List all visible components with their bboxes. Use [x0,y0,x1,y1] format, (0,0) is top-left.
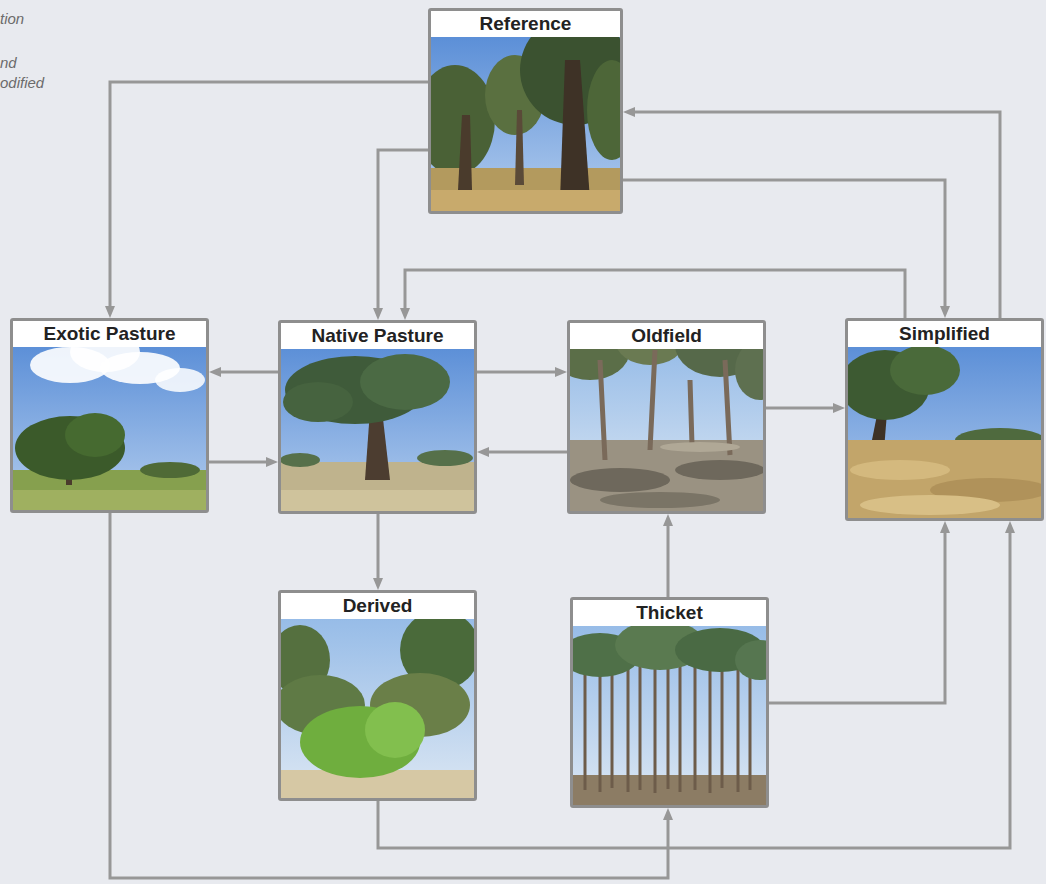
caption-fragment: tion [0,10,24,28]
tussock [850,460,950,480]
distant-trees [281,453,320,467]
distant-trees [140,462,200,478]
title-bar: Native Pasture [281,323,474,349]
sky [573,600,766,805]
tree-canopy [283,382,353,422]
transition-arrow [487,451,567,454]
state-box: Derived [278,590,477,801]
cloud [155,368,205,392]
tree-trunk [515,110,524,185]
state-title: Thicket [636,601,703,625]
grass [431,190,620,211]
state-title: Derived [343,594,413,618]
transition-arrow [219,371,278,374]
distant-trees [417,450,473,466]
transition-arrow [623,180,945,308]
state-box: Oldfield [567,320,766,514]
title-bar: Derived [281,593,474,619]
shadow [570,468,670,492]
transition-arrow [766,407,835,410]
transition-arrow [110,82,428,308]
tree-canopy [587,60,620,160]
shrub [365,702,425,758]
caption-fragment: nd [0,54,17,72]
sky [13,321,206,510]
transition-arrow [633,112,1000,318]
state-box: Reference [428,8,623,214]
state-title: Simplified [899,322,990,346]
grass [281,490,474,511]
transition-arrow [477,371,557,374]
sky [281,323,474,511]
state-title: Oldfield [631,324,702,348]
light-patch [660,442,740,452]
title-bar: Oldfield [570,323,763,349]
tree-trunk [458,115,472,190]
tree-trunk [560,60,590,200]
transition-arrow [209,461,268,464]
state-box: Exotic Pasture [10,318,209,513]
caption-fragment: odified [0,74,44,92]
title-bar: Thicket [573,600,766,626]
transition-arrow [667,524,670,597]
native-pasture-photo [281,323,474,511]
grass [13,490,206,510]
state-box: Simplified [845,318,1044,521]
shadow [675,460,763,480]
transition-arrow [769,531,945,703]
state-box: Thicket [570,597,769,808]
thicket-photo [573,600,766,805]
transition-arrow [378,150,428,310]
exotic-pasture-photo [13,321,206,510]
title-bar: Exotic Pasture [13,321,206,347]
tree-canopy [360,354,450,410]
tree-canopy [890,345,960,395]
state-box: Native Pasture [278,320,477,514]
tree-canopy [735,340,763,400]
transition-arrow [405,270,905,318]
tree-canopy [735,640,766,680]
title-bar: Reference [431,11,620,37]
state-title: Reference [480,12,572,36]
reference-photo [431,11,620,211]
state-title: Native Pasture [311,324,443,348]
oldfield-photo [570,323,763,511]
shadow [600,492,720,508]
transition-arrow [377,514,380,580]
tussock [860,495,1000,515]
simplified-photo [848,321,1041,518]
derived-photo [281,593,474,798]
transition-arrow [110,513,668,878]
tree-canopy [65,413,125,457]
state-title: Exotic Pasture [44,322,176,346]
title-bar: Simplified [848,321,1041,347]
